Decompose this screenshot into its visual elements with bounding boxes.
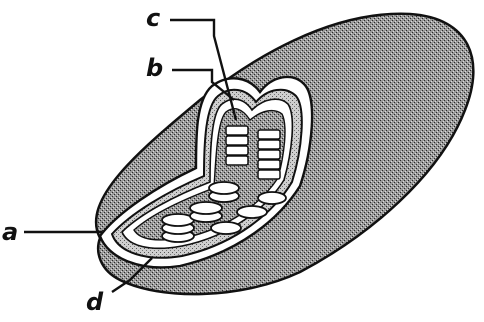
granum-6 <box>258 192 286 204</box>
label-d: d <box>86 288 104 316</box>
granum-1 <box>162 214 194 242</box>
granum-2 <box>190 202 222 222</box>
label-a: a <box>2 218 18 246</box>
label-b: b <box>146 54 163 82</box>
label-c: c <box>146 4 160 32</box>
granum-3 <box>209 182 239 202</box>
granum-4 <box>211 222 241 234</box>
granum-5 <box>237 206 267 218</box>
